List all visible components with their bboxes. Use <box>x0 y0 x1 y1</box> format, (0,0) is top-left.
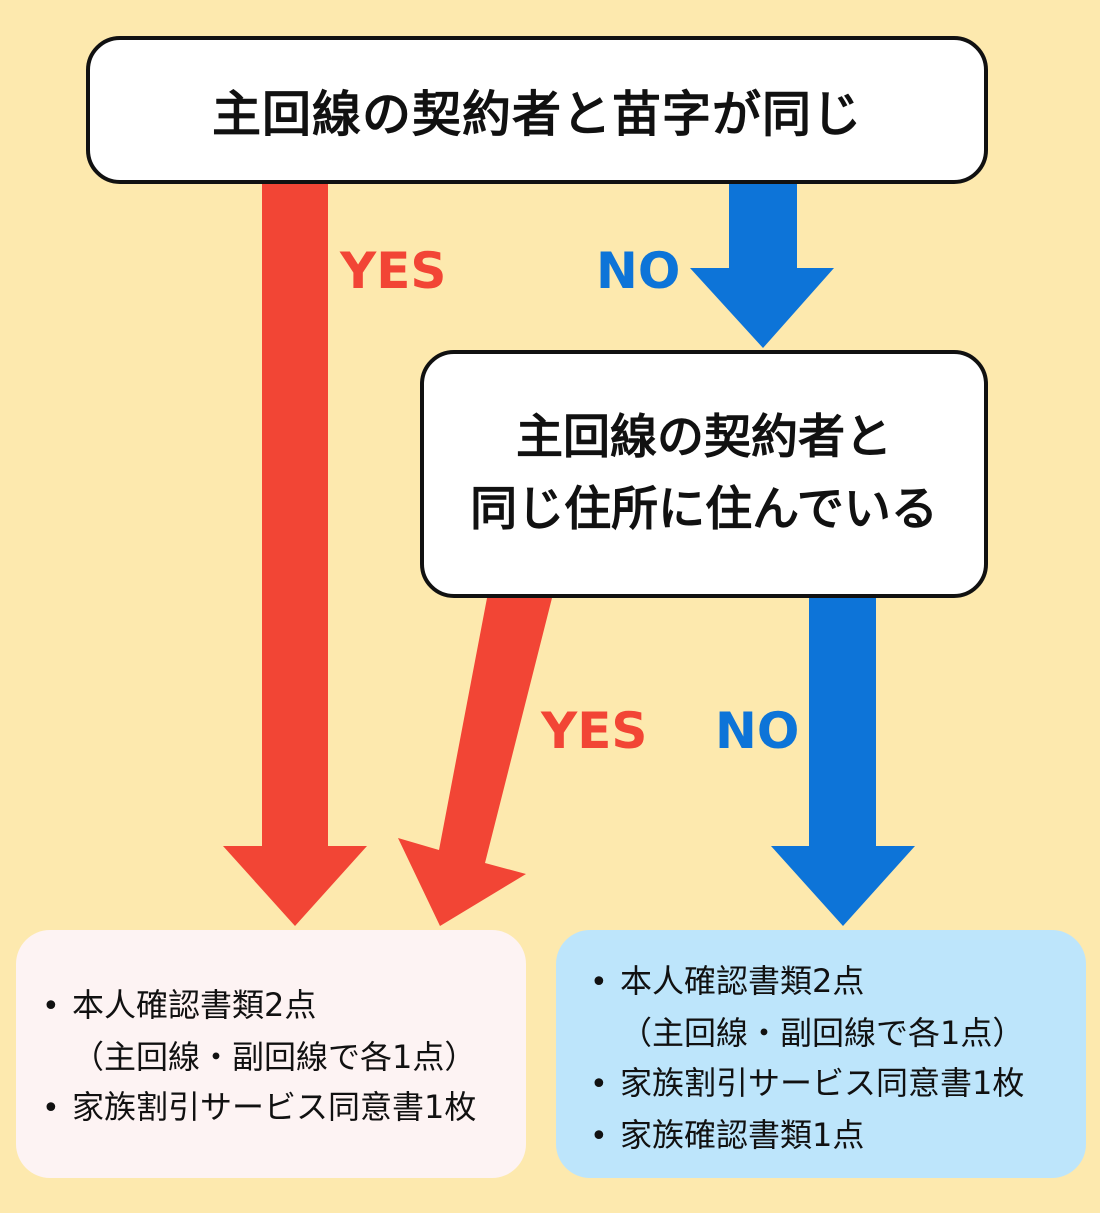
list-item: • 家族確認書類1点 <box>590 1110 1086 1162</box>
list-item-text: 家族確認書類1点 <box>620 1116 865 1154</box>
bullet-icon: • <box>42 989 60 1024</box>
no-label-1: NO <box>596 242 681 300</box>
bullet-icon: • <box>42 1091 60 1126</box>
list-item: • 本人確認書類2点 <box>42 980 526 1032</box>
list-item-text: 本人確認書類2点 <box>72 986 317 1024</box>
list-item-text: 家族割引サービス同意書1枚 <box>620 1064 1025 1102</box>
no-arrow-2 <box>771 598 915 926</box>
list-item: • 家族割引サービス同意書1枚 <box>590 1058 1086 1110</box>
required-documents-list: • 本人確認書類2点 （主回線・副回線で各1点） • 家族割引サービス同意書1枚 <box>42 980 526 1134</box>
list-item: • 家族割引サービス同意書1枚 <box>42 1082 526 1134</box>
list-item-text: 家族割引サービス同意書1枚 <box>72 1088 477 1126</box>
yes-label-1: YES <box>340 242 447 300</box>
list-item-note: （主回線・副回線で各1点） <box>620 1014 1025 1052</box>
result-panel-yes: • 本人確認書類2点 （主回線・副回線で各1点） • 家族割引サービス同意書1枚 <box>16 930 526 1178</box>
question-box-surname: 主回線の契約者と苗字が同じ <box>86 36 988 184</box>
list-item-text: 本人確認書類2点 <box>620 962 865 1000</box>
question-address-line1: 主回線の契約者と <box>516 410 892 465</box>
bullet-icon: • <box>590 1067 608 1102</box>
result-panel-no: • 本人確認書類2点 （主回線・副回線で各1点） • 家族割引サービス同意書1枚 •… <box>556 930 1086 1178</box>
bullet-icon: • <box>590 965 608 1000</box>
no-label-2: NO <box>715 702 800 760</box>
yes-label-2: YES <box>541 702 648 760</box>
bullet-icon: • <box>590 1119 608 1154</box>
list-item: • 本人確認書類2点 <box>590 956 1086 1008</box>
yes-arrow-1 <box>223 182 367 926</box>
question-box-address: 主回線の契約者と 同じ住所に住んでいる <box>420 350 988 598</box>
no-arrow-1 <box>690 182 834 348</box>
list-item-note: （主回線・副回線で各1点） <box>72 1038 477 1076</box>
question-address-line2: 同じ住所に住んでいる <box>470 482 938 537</box>
required-documents-list: • 本人確認書類2点 （主回線・副回線で各1点） • 家族割引サービス同意書1枚 •… <box>590 956 1086 1162</box>
question-surname-text: 主回線の契約者と苗字が同じ <box>211 85 862 143</box>
yes-arrow-2 <box>398 598 552 926</box>
